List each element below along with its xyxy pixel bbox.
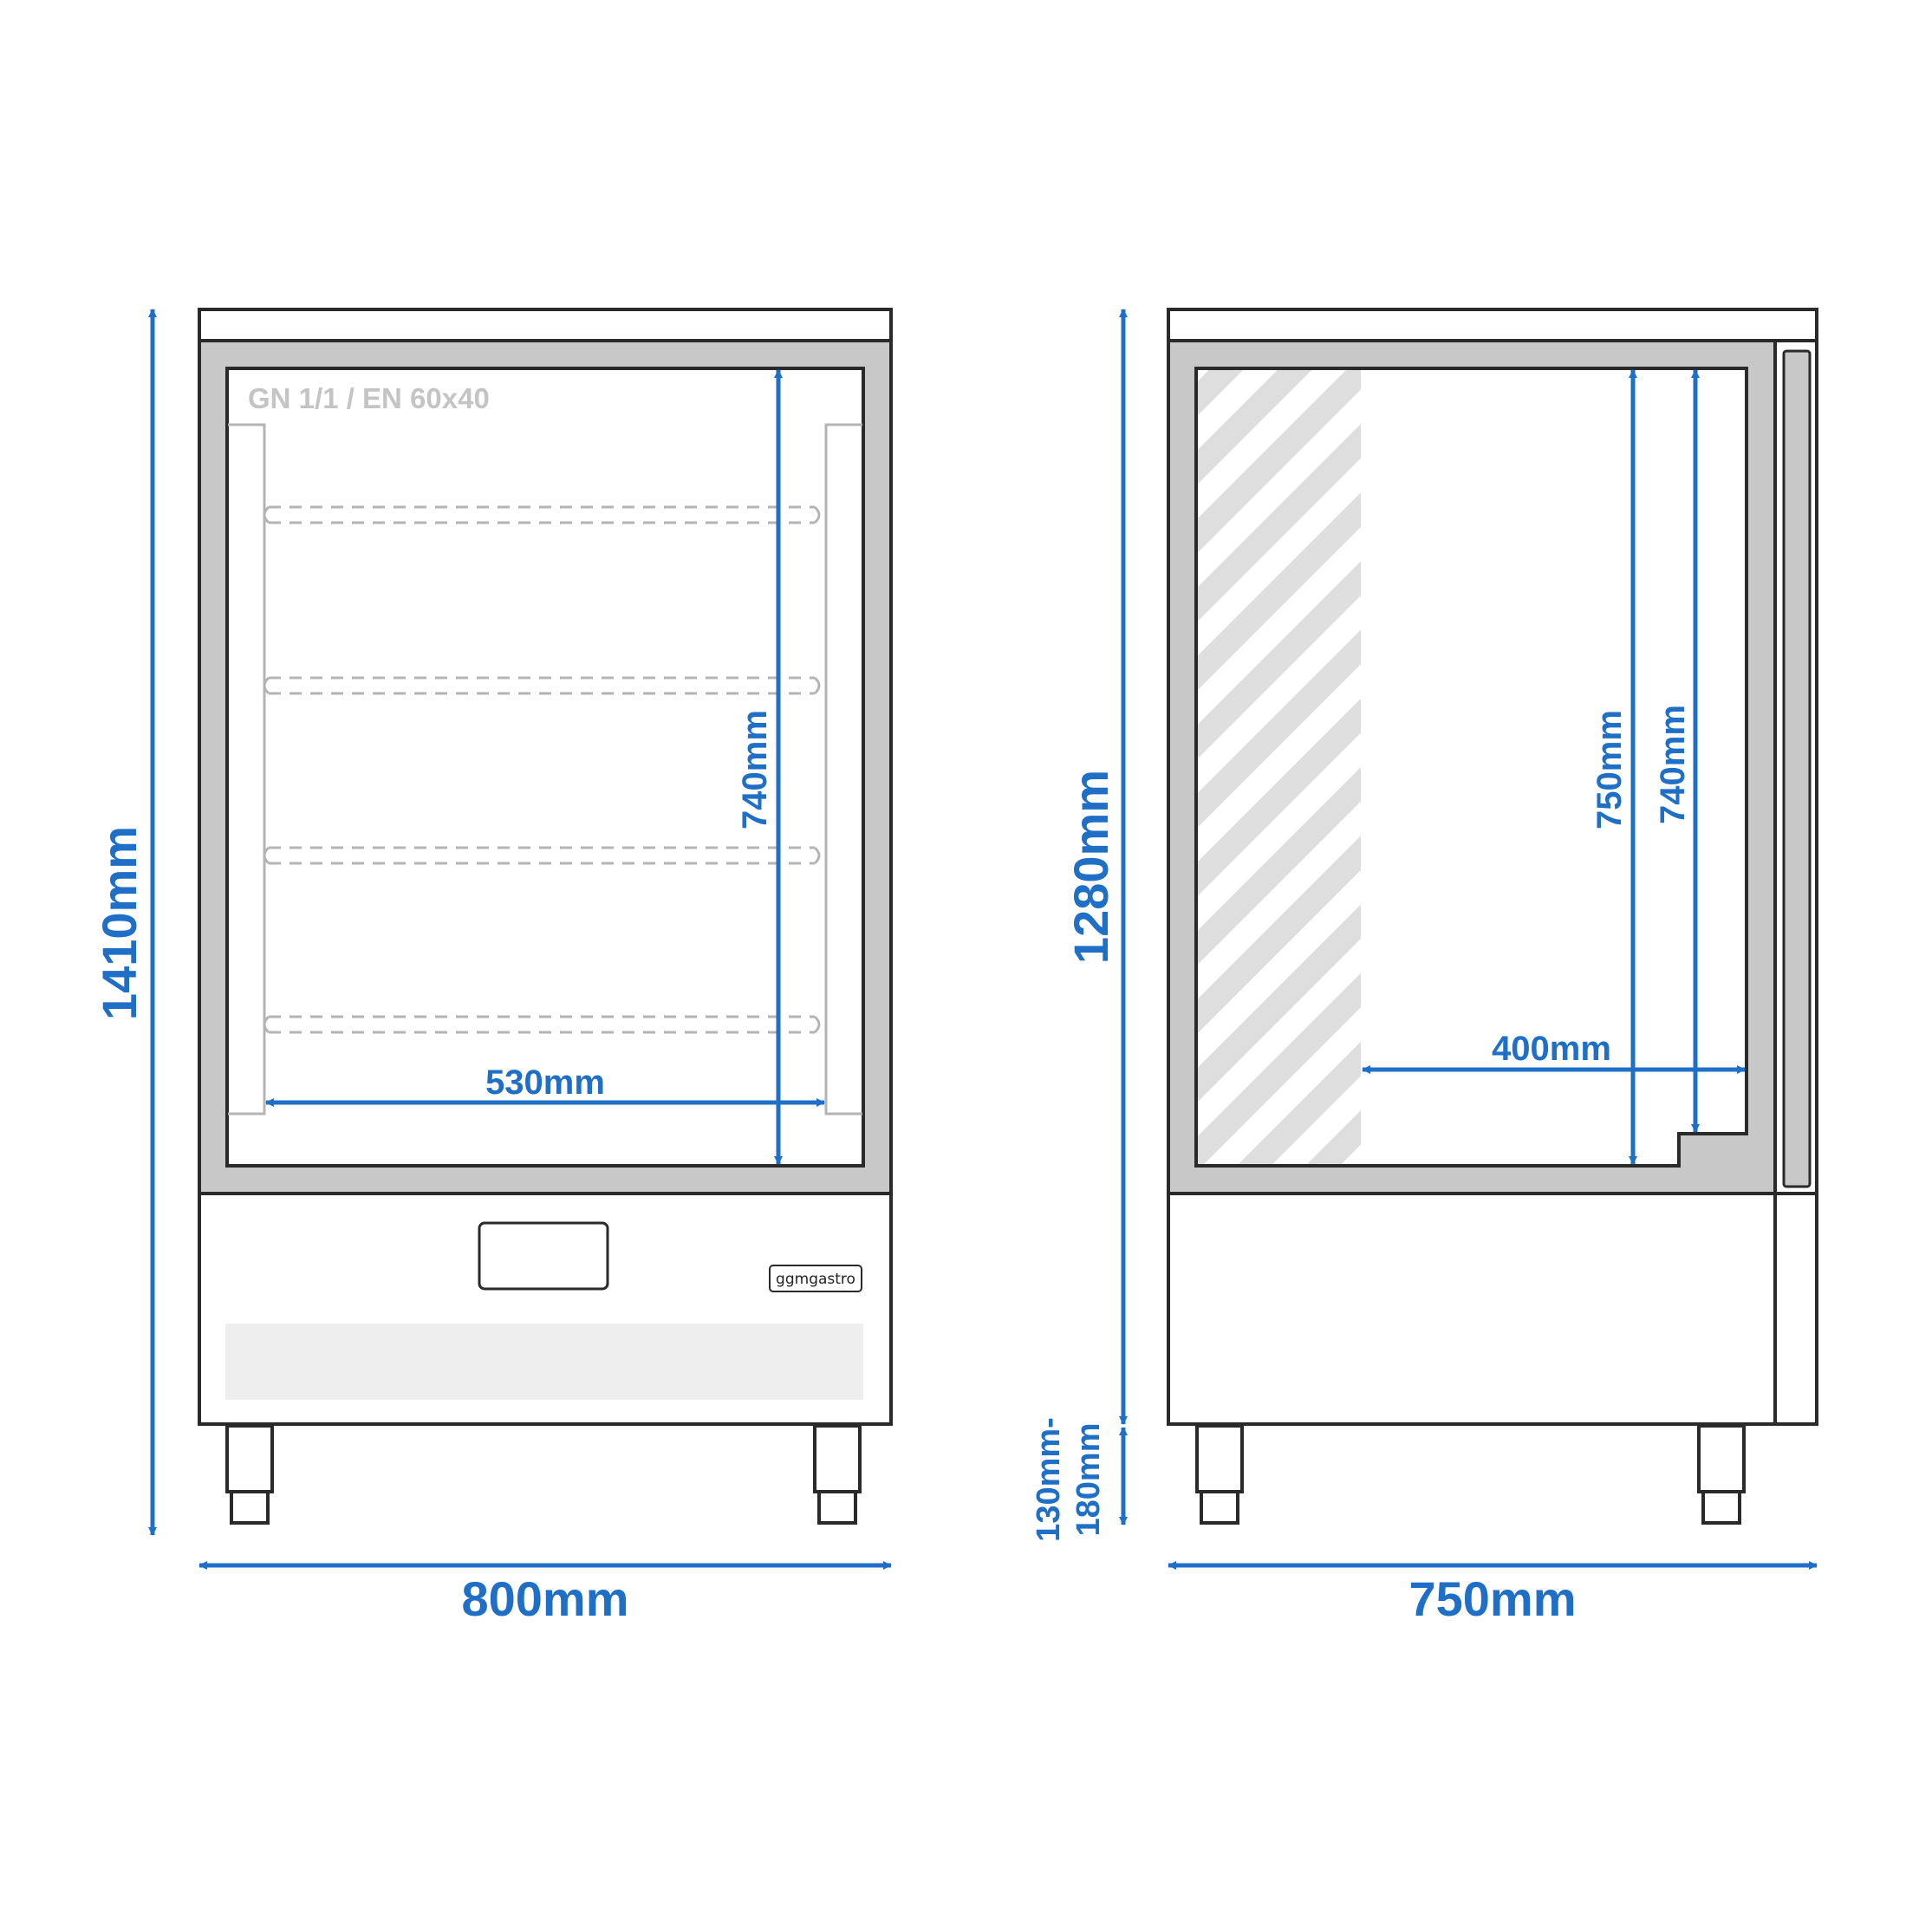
side-leg-right (1697, 1424, 1746, 1493)
shelves (269, 505, 815, 1034)
left-shelf-rail (228, 423, 266, 1116)
front-view: GN 1/1 / EN 60x40 ggmgastro 1410mm 800mm… (92, 308, 893, 1626)
shelf-3 (269, 846, 815, 865)
dim-inner-height-a-label: 750mm (1590, 710, 1629, 829)
side-legs (1195, 1424, 1746, 1525)
front-foot-right (817, 1490, 857, 1525)
side-view: 1280mm 130mm- 180mm 750mm 400mm 750mm 74… (1031, 308, 1818, 1626)
side-foot-left (1200, 1490, 1239, 1525)
shelf-2 (269, 676, 815, 695)
ventilation-grille (225, 1324, 863, 1400)
front-leg-left (225, 1424, 274, 1493)
dim-leg-height-label-line1: 130mm- (1031, 1417, 1067, 1542)
side-base-panel (1167, 1192, 1777, 1426)
side-door-handle[interactable] (1782, 349, 1812, 1188)
side-foot-right (1701, 1490, 1741, 1525)
side-base-door-profile (1773, 1192, 1818, 1426)
front-legs (225, 1424, 862, 1525)
dim-body-height-label: 1280mm (1064, 770, 1118, 964)
control-display[interactable] (478, 1221, 609, 1291)
front-top-lid (198, 308, 893, 342)
side-hatched-area (1198, 370, 1361, 1164)
shelf-1 (269, 505, 815, 524)
dim-width-label: 800mm (461, 1571, 628, 1626)
dim-inner-height-label: 740mm (736, 710, 774, 829)
dim-total-height-label: 1410mm (92, 826, 146, 1020)
dim-inner-width-label: 530mm (485, 1064, 605, 1102)
front-foot-left (230, 1490, 270, 1525)
shelf-standard-label: GN 1/1 / EN 60x40 (248, 382, 490, 414)
dim-depth-label: 750mm (1408, 1571, 1576, 1626)
right-shelf-rail (824, 423, 862, 1116)
side-top-lid (1167, 308, 1818, 342)
front-leg-right (813, 1424, 862, 1493)
logo-text: ggmgastro (776, 1271, 855, 1288)
shelf-4 (269, 1015, 815, 1034)
dim-leg-height-label-line2: 180mm (1070, 1423, 1107, 1537)
dim-inner-height-b-label: 740mm (1654, 705, 1692, 824)
logo-badge (769, 1265, 862, 1292)
side-leg-left (1195, 1424, 1244, 1493)
dim-inner-depth-label: 400mm (1492, 1030, 1611, 1068)
